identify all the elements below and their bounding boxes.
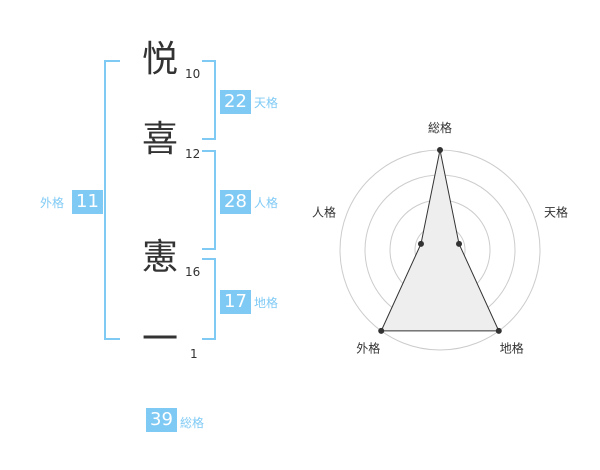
- radar-point-1: [437, 147, 443, 153]
- stroke-count-3: 16: [185, 265, 201, 279]
- name-char-4: 一: [141, 319, 178, 360]
- stroke-count-1: 10: [185, 67, 201, 81]
- gaikaku-bracket: [104, 60, 120, 340]
- radar-axis-label-1: 総格: [428, 120, 452, 135]
- tenkaku-bracket: [202, 60, 216, 140]
- radar-point-2: [456, 240, 463, 247]
- gaikaku-label: 外格: [40, 196, 65, 210]
- chikaku-value-badge: 17: [220, 290, 251, 314]
- chikaku-label: 地格: [254, 296, 279, 310]
- jinkaku-value-badge: 28: [220, 190, 251, 214]
- name-char-1: 悦: [141, 39, 178, 80]
- soukaku-label: 総格: [180, 416, 205, 430]
- tenkaku-value-badge: 22: [220, 90, 251, 114]
- radar-point-5: [417, 240, 424, 247]
- radar-point-3: [495, 327, 502, 334]
- tenkaku-label: 天格: [254, 96, 279, 110]
- name-char-3: 憲: [141, 237, 178, 278]
- soukaku-value-badge: 39: [146, 408, 177, 432]
- radar-axis-label-4: 外格: [356, 341, 380, 356]
- name-char-2: 喜: [141, 119, 178, 160]
- stroke-count-4: 1: [190, 347, 198, 361]
- jinkaku-label: 人格: [254, 196, 279, 210]
- radar-points: [378, 147, 502, 334]
- jinkaku-bracket: [202, 150, 216, 250]
- stroke-count-2: 12: [185, 147, 201, 161]
- gaikaku-value-badge: 11: [72, 190, 103, 214]
- radar-axis-label-2: 天格: [544, 204, 568, 219]
- radar-point-4: [378, 327, 385, 334]
- radar-axis-label-5: 人格: [312, 204, 336, 219]
- chikaku-bracket: [202, 258, 216, 340]
- radar-axis-label-3: 地格: [500, 341, 524, 356]
- radar-area: [380, 149, 500, 332]
